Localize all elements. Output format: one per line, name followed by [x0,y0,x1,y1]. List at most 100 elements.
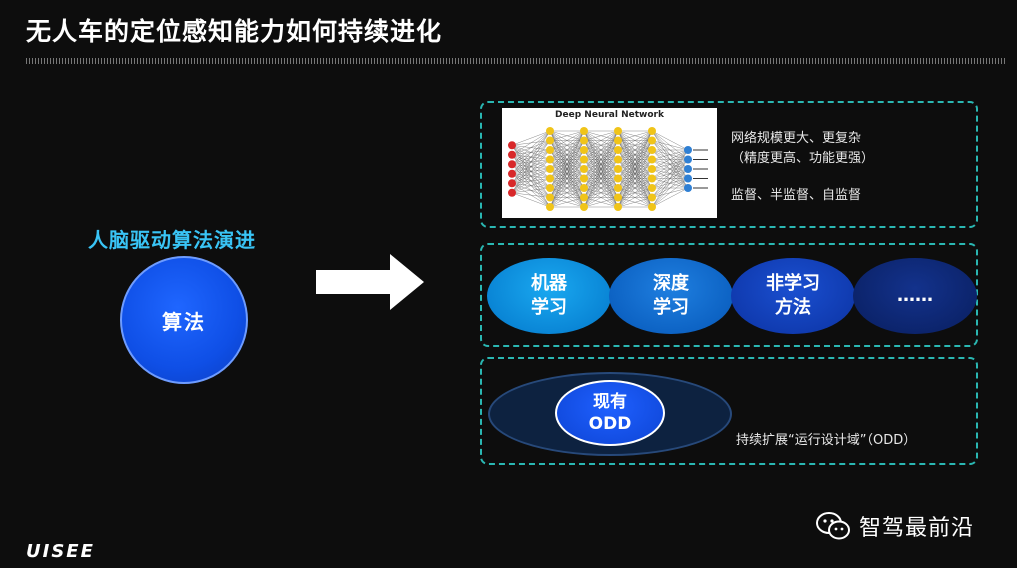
dnn-connection [651,149,689,179]
dnn-connection [583,197,619,208]
odd-line: 现有 [593,392,627,412]
dnn-node [684,184,692,192]
right-arrow-icon [316,254,424,310]
dnn-connection [549,140,585,208]
dnn-connection [617,159,653,208]
dnn-node [684,165,692,173]
dnn-connection [651,159,689,208]
dnn-node [648,127,656,135]
method-machine-learning: 机器学习 [487,258,611,334]
dnn-node [614,146,622,154]
dnn-connection [549,130,585,160]
dnn-node [684,146,692,154]
network-feature-3: 监督、半监督、自监督 [731,188,862,203]
dnn-connection [617,187,653,208]
dnn-connection [583,130,619,160]
dnn-connection [651,149,689,160]
dnn-node [546,146,554,154]
dnn-connection [617,130,653,189]
dnn-connection [549,130,585,151]
dnn-connection [617,130,653,179]
dnn-connection [583,130,619,141]
method-non-learning: 非学习方法 [731,258,855,334]
algorithm-evolution-label: 人脑驱动算法演进 [88,228,256,252]
dnn-connection [549,159,585,208]
dnn-connection [511,130,551,174]
dnn-node [580,136,588,145]
odd-current-ellipse: 现有 ODD [555,380,665,446]
dnn-node [648,146,656,154]
dnn-node [508,150,516,159]
dnn-connection [583,130,619,189]
dnn-connection [549,130,585,141]
dnn-node [546,136,554,145]
dnn-connection [617,168,653,208]
dnn-node [508,169,516,178]
dnn-node [508,179,516,188]
dnn-node [580,174,588,183]
network-feature-1: 网络规模更大、更复杂 [731,131,862,146]
dnn-connection [511,187,551,193]
dnn-connection [583,130,619,198]
dnn-connection [511,178,551,193]
dnn-connection [651,168,689,208]
dnn-connection [617,130,653,170]
dnn-node [614,127,622,135]
dnn-connection [511,149,551,193]
dnn-connection [651,149,689,170]
dnn-connection [511,130,551,165]
dnn-connection [651,130,689,151]
dnn-node [546,184,554,192]
dnn-connection [583,178,619,208]
dnn-node [580,146,588,154]
method-line: 非学习 [766,273,820,294]
dnn-node [684,174,692,183]
dnn-node [546,165,554,173]
dnn-connection [617,149,653,208]
dnn-connection [583,130,619,179]
method-more: …… [853,258,977,334]
dnn-connection [583,130,619,208]
wechat-icon [816,512,850,540]
dnn-node [684,155,692,164]
dnn-connection [651,149,689,198]
dnn-connection [651,149,689,189]
page-title: 无人车的定位感知能力如何持续进化 [26,17,443,46]
odd-panel [480,357,978,465]
dnn-connection [617,178,653,208]
odd-line: ODD [588,414,632,434]
dnn-node [648,184,656,192]
dnn-node [648,203,656,211]
dnn-connection [549,187,585,208]
method-line: 学习 [653,297,689,318]
dnn-connection [549,149,585,208]
dnn-node [648,136,656,145]
dnn-connection [511,192,551,208]
dnn-connection [583,149,619,208]
wechat-attribution: 智驾最前沿 [815,510,974,542]
dnn-node [614,155,622,164]
dnn-node [546,127,554,135]
dnn-node [546,203,554,211]
method-line: 机器 [531,273,567,294]
dnn-connection [583,159,619,208]
method-line: 方法 [775,297,811,318]
dnn-node [508,160,516,169]
dnn-diagram [508,127,708,211]
dnn-node [580,127,588,135]
dnn-node [508,141,516,150]
network-panel [480,101,978,228]
uisee-logo: UISEE [26,541,95,562]
dnn-connection [549,130,585,189]
dnn-node [508,188,516,197]
dnn-node [614,174,622,183]
dnn-connection [583,130,619,151]
methods-panel [480,243,978,347]
method-line: …… [897,285,933,306]
dnn-node [580,203,588,211]
dnn-node [546,193,554,202]
dnn-connection [549,130,585,198]
dnn-connection [549,197,585,208]
dnn-connection [549,168,585,208]
method-deep-learning: 深度学习 [609,258,733,334]
